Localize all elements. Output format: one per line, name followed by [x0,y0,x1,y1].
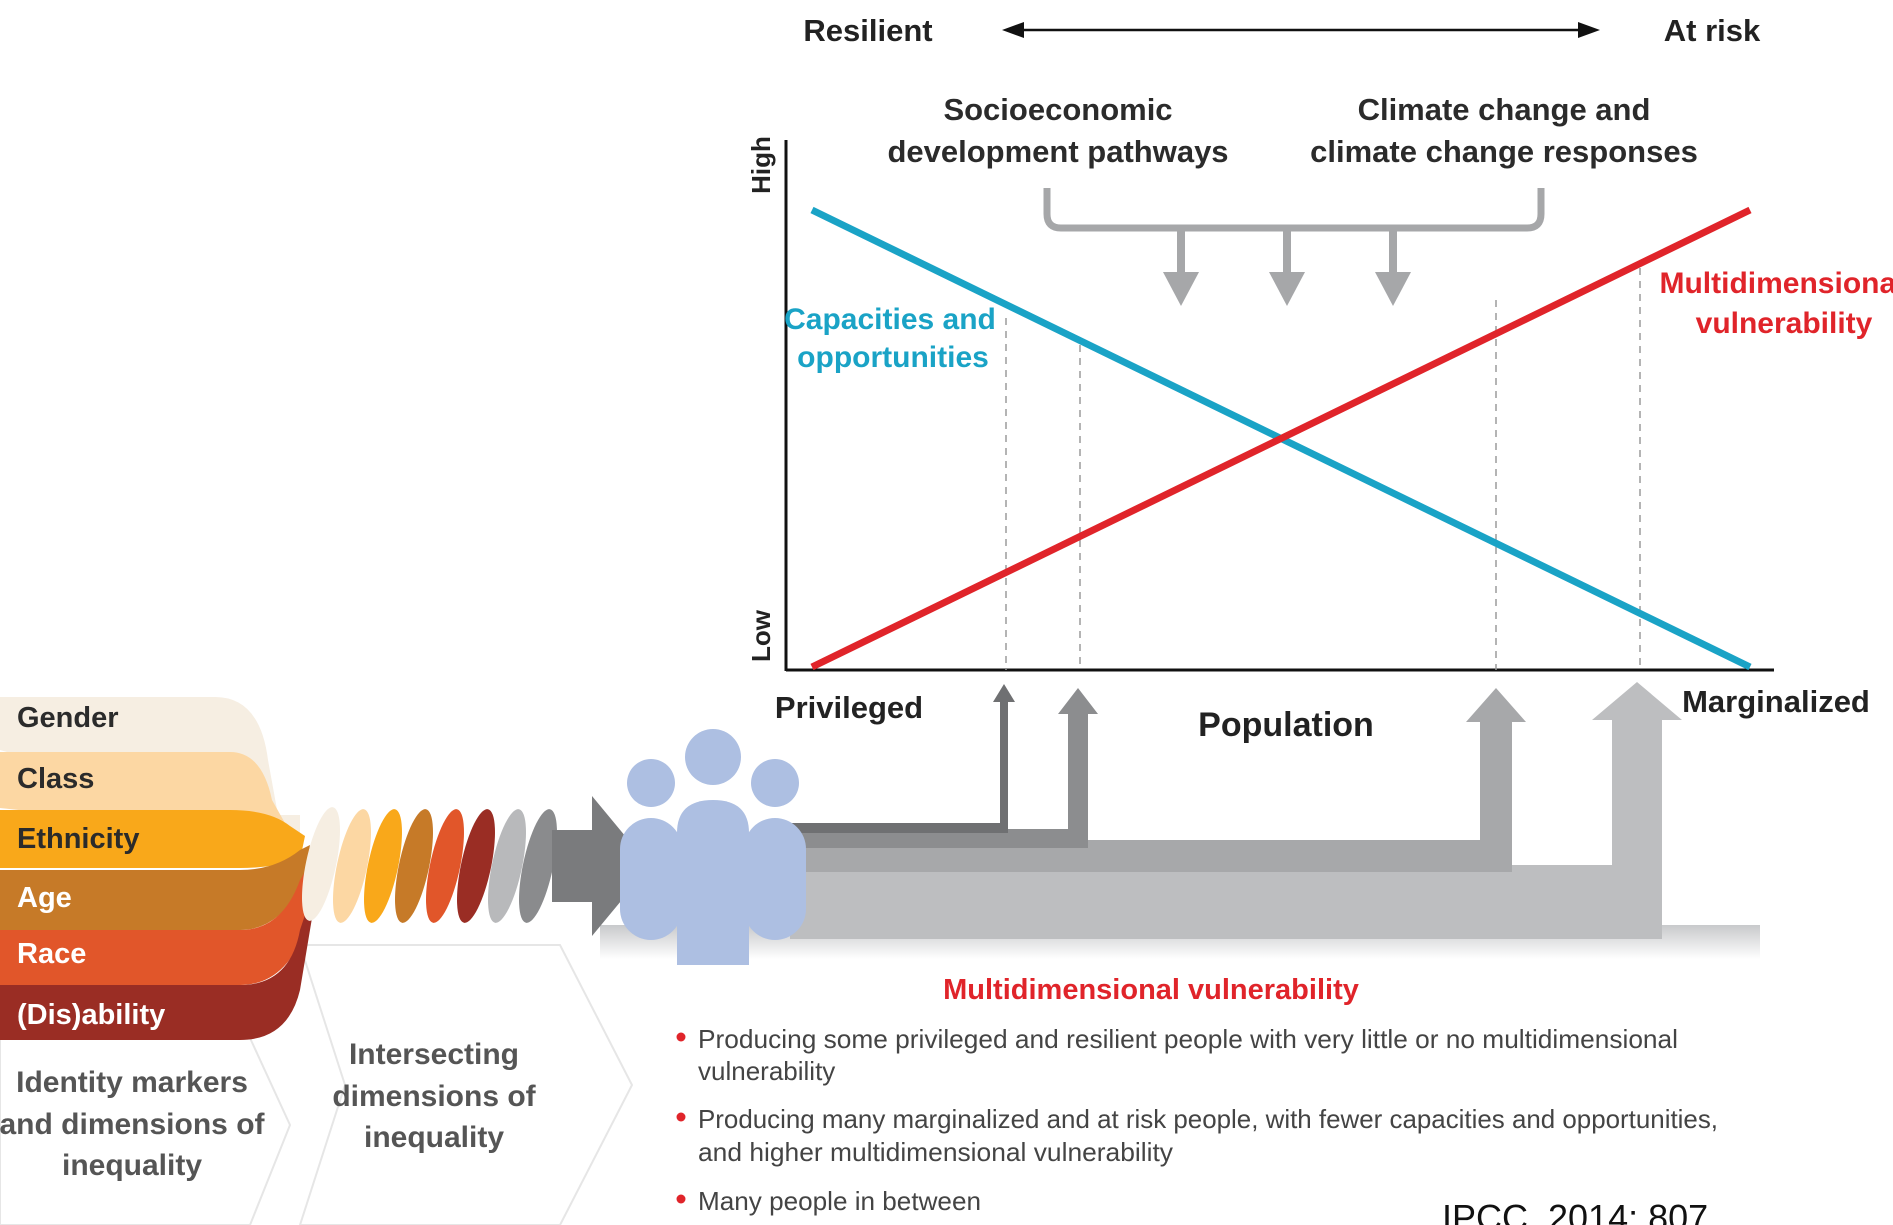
vulnerability-label-line2: vulnerability [1696,307,1873,340]
at-risk-label: At risk [1664,13,1761,48]
arrow-to-at-risk [790,688,1526,872]
citation: IPCC, 2014: 807 [1442,1197,1708,1225]
vulnerability-line [810,206,1752,671]
drivers-bracket [1043,188,1545,232]
marker-gender: Gender [17,702,119,734]
band-age [0,845,310,930]
bullet-2-line1: Producing many marginalized and at risk … [698,1104,1718,1134]
y-axis-low-label: Low [746,609,776,662]
socioeconomic-label-line1: Socioeconomic [943,92,1172,127]
intersect-caption-line1: Intersecting [349,1038,519,1071]
privileged-label: Privileged [775,690,923,725]
arrow-to-marginalized [790,682,1682,939]
chart-area: High Low Capacities and opportunities Mu… [746,136,1893,744]
y-axis-high-label: High [746,136,776,194]
bullet-2-line2: and higher multidimensional vulnerabilit… [698,1137,1173,1167]
band-disability [0,870,320,1040]
bullet-1-line2: vulnerability [698,1056,835,1086]
vulnerability-label-line1: Multidimensional [1659,267,1893,300]
bullet-1-line1: Producing some privileged and resilient … [698,1024,1678,1054]
identity-caption-line3: inequality [62,1149,202,1182]
socioeconomic-label-line2: development pathways [887,134,1228,169]
people-icon [620,729,806,965]
intersect-caption-line2: dimensions of [332,1080,536,1113]
capacities-label-line1: Capacities and [784,303,996,336]
climate-label-line1: Climate change and [1358,92,1651,127]
resilient-label: Resilient [803,13,932,48]
outcomes-title: Multidimensional vulnerability [943,974,1359,1006]
population-label: Population [1198,706,1374,744]
marker-class: Class [17,763,94,795]
bullet-3-line1: Many people in between [698,1186,981,1216]
intersect-chevron [298,944,634,1225]
bullet-dot-1 [676,1032,686,1042]
intersection-twist [302,796,650,936]
dashed-guides [1005,268,1641,670]
population-flow-arrows [600,682,1760,959]
intersect-caption-line3: inequality [364,1121,504,1154]
capacities-label-line2: opportunities [797,341,989,374]
identity-caption-line2: and dimensions of [0,1108,266,1141]
marginalized-label: Marginalized [1682,684,1870,719]
marker-age: Age [17,882,72,914]
resilience-double-arrow [1002,22,1600,38]
marker-disability: (Dis)ability [17,999,165,1031]
identity-marker-bands [0,697,650,1225]
band-ethnicity [0,810,305,868]
driver-down-arrows [1163,228,1411,306]
band-race [0,860,312,985]
marker-race: Race [17,938,86,970]
bullet-dot-2 [676,1112,686,1122]
intersection-arrowhead [552,796,650,936]
climate-label-line2: climate change responses [1310,134,1698,169]
marker-ethnicity: Ethnicity [17,823,139,855]
bullet-dot-3 [676,1194,686,1204]
identity-caption-line1: Identity markers [16,1066,248,1099]
